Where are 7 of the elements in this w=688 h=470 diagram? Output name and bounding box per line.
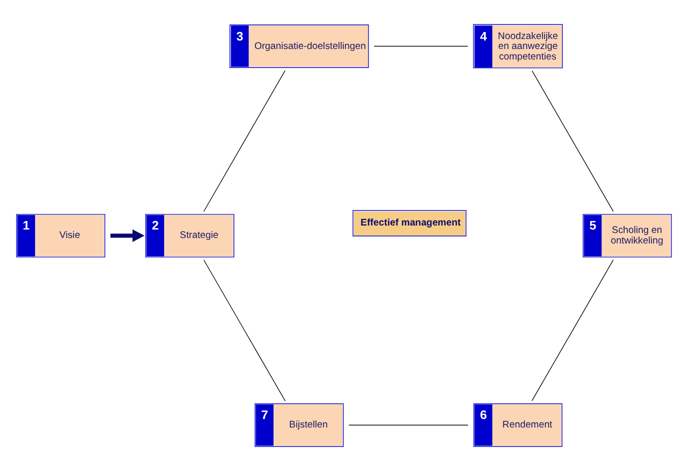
connector xyxy=(203,70,286,212)
connector xyxy=(204,259,286,401)
connector xyxy=(532,70,614,212)
connector xyxy=(348,424,468,425)
connector xyxy=(374,45,468,46)
arrow xyxy=(110,228,145,242)
connector xyxy=(532,259,614,401)
